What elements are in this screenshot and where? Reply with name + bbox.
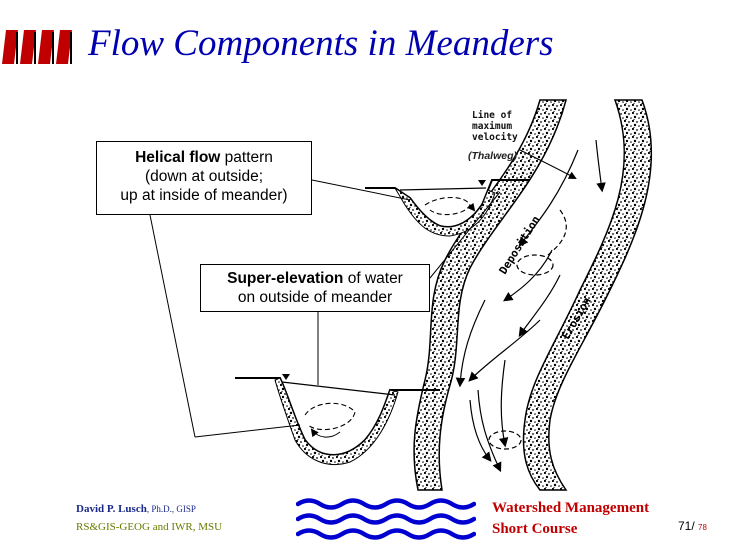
page-total: 78 bbox=[698, 523, 707, 532]
page-current: 71 bbox=[678, 519, 692, 533]
helical-rest-text: pattern bbox=[220, 149, 273, 166]
logo-bars-icon bbox=[2, 30, 72, 64]
footer-author: David P. Lusch, Ph.D., GISP bbox=[76, 503, 196, 515]
helical-flow-callout: Helical flow pattern (down at outside; u… bbox=[96, 141, 312, 215]
lmv-line-3: velocity bbox=[472, 132, 518, 143]
super-rest-text: of water bbox=[343, 270, 403, 287]
river-bank-right bbox=[522, 99, 653, 491]
super-bold-text: Super-elevation bbox=[227, 270, 344, 287]
author-credentials: , Ph.D., GISP bbox=[146, 504, 196, 514]
deposition-label: Deposition bbox=[497, 214, 543, 277]
thalweg-label: (Thalweg) bbox=[468, 150, 517, 162]
author-name: David P. Lusch bbox=[76, 503, 147, 515]
line-of-max-velocity-label: Line of maximum velocity bbox=[472, 110, 542, 143]
page-separator: / bbox=[691, 519, 695, 533]
cross-section-lower bbox=[235, 374, 440, 466]
footer-organization: RS&GIS-GEOG and IWR, MSU bbox=[76, 521, 223, 533]
super-line-2: on outside of meander bbox=[237, 289, 393, 306]
page-number: 71/ 78 bbox=[678, 519, 707, 533]
course-line-1: Watershed Management bbox=[492, 500, 650, 516]
lmv-line-1: Line of bbox=[472, 110, 513, 121]
helical-line-1: Helical flow pattern bbox=[97, 148, 311, 167]
helical-line-2: (down at outside; bbox=[144, 168, 264, 185]
cross-section-upper bbox=[365, 179, 530, 237]
waves-logo-icon bbox=[296, 498, 476, 540]
super-line-1: Super-elevation of water bbox=[201, 269, 429, 288]
super-elevation-callout: Super-elevation of water on outside of m… bbox=[200, 264, 430, 312]
helical-bold-text: Helical flow bbox=[135, 149, 221, 166]
course-title: Watershed Management Short Course bbox=[492, 498, 649, 540]
course-line-2: Short Course bbox=[492, 521, 578, 537]
helical-line-3: up at inside of meander) bbox=[120, 187, 288, 204]
page-title: Flow Components in Meanders bbox=[88, 23, 554, 64]
lmv-line-2: maximum bbox=[472, 121, 513, 132]
